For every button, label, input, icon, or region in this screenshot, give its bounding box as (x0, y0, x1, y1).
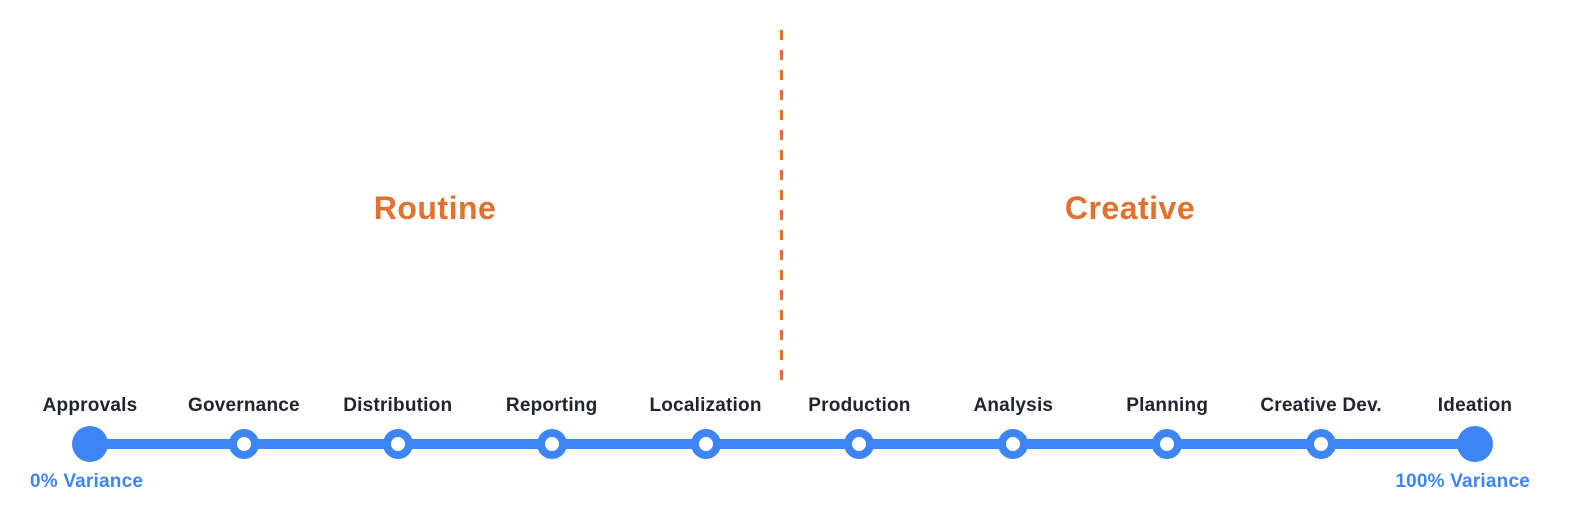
milestone-dot-analysis (998, 429, 1029, 459)
milestone-label-ideation: Ideation (1437, 395, 1513, 416)
milestone-label-production: Production (808, 395, 911, 416)
variance-min-label: 0% Variance (30, 471, 144, 492)
milestone-label-localization: Localization (649, 395, 762, 416)
milestone-dot-reporting (536, 429, 567, 459)
milestone-dot-ideation (1457, 426, 1493, 462)
milestone-label-governance: Governance (187, 395, 300, 416)
variance-max-label: 100% Variance (1395, 471, 1530, 492)
zone-divider-dashed-line (780, 30, 783, 386)
milestone-dot-governance (228, 429, 259, 459)
milestone-label-distribution: Distribution (343, 395, 453, 416)
milestone-label-approvals: Approvals (42, 395, 138, 416)
milestone-label-reporting: Reporting (505, 395, 598, 416)
timeline-track (90, 439, 1475, 449)
milestone-label-creative-dev: Creative Dev. (1260, 395, 1382, 416)
milestone-label-planning: Planning (1126, 395, 1209, 416)
zone-label-routine: Routine (373, 190, 497, 226)
milestone-label-analysis: Analysis (973, 395, 1054, 416)
milestone-dot-production (844, 429, 875, 459)
zone-label-creative: Creative (1064, 190, 1196, 226)
milestone-dot-approvals (72, 426, 108, 462)
milestone-dot-creative-dev (1306, 429, 1337, 459)
milestone-dot-planning (1152, 429, 1183, 459)
milestone-dot-distribution (382, 429, 413, 459)
milestone-dot-localization (690, 429, 721, 459)
